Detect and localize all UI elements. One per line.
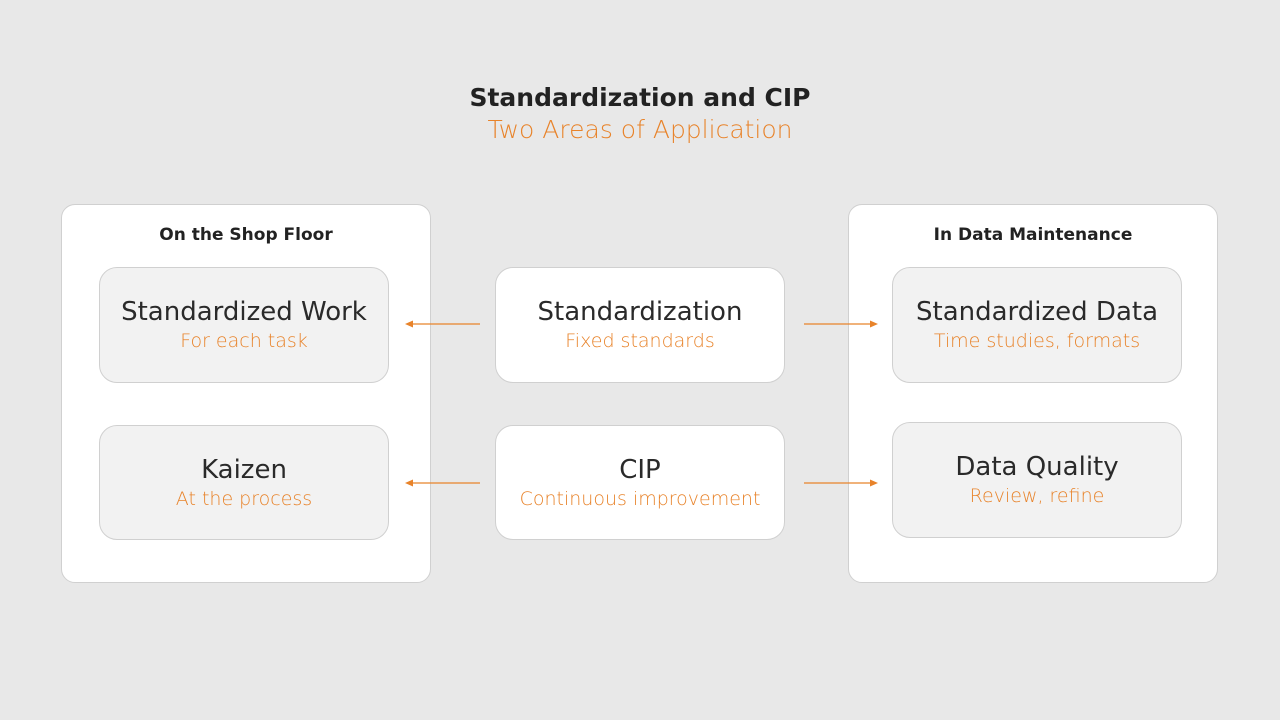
page-subtitle: Two Areas of Application: [487, 115, 793, 144]
box-heading: Standardization: [537, 297, 743, 327]
arrow-left-icon: [404, 477, 482, 489]
box-heading: Standardized Data: [916, 297, 1158, 327]
box-subtext: Continuous improvement: [519, 487, 761, 510]
kaizen-box: Kaizen At the process: [99, 425, 389, 540]
box-heading: Standardized Work: [121, 297, 367, 327]
data-quality-box: Data Quality Review, refine: [892, 422, 1182, 538]
shop-floor-panel-title: On the Shop Floor: [159, 225, 333, 245]
box-subtext: Review, refine: [969, 485, 1105, 507]
data-maintenance-panel-title: In Data Maintenance: [933, 225, 1133, 245]
box-heading: Kaizen: [201, 454, 287, 485]
cip-box: CIP Continuous improvement: [495, 425, 785, 540]
standardization-box: Standardization Fixed standards: [495, 267, 785, 383]
box-subtext: For each task: [180, 330, 308, 352]
arrow-right-icon: [802, 477, 880, 489]
arrow-left-icon: [404, 318, 482, 330]
box-heading: CIP: [619, 454, 661, 485]
page-title: Standardization and CIP: [469, 83, 811, 112]
box-heading: Data Quality: [955, 452, 1119, 482]
standardized-work-box: Standardized Work For each task: [99, 267, 389, 383]
box-subtext: At the process: [175, 487, 313, 510]
arrow-right-icon: [802, 318, 880, 330]
box-subtext: Fixed standards: [565, 330, 715, 352]
box-subtext: Time studies, formats: [933, 330, 1141, 352]
standardized-data-box: Standardized Data Time studies, formats: [892, 267, 1182, 383]
